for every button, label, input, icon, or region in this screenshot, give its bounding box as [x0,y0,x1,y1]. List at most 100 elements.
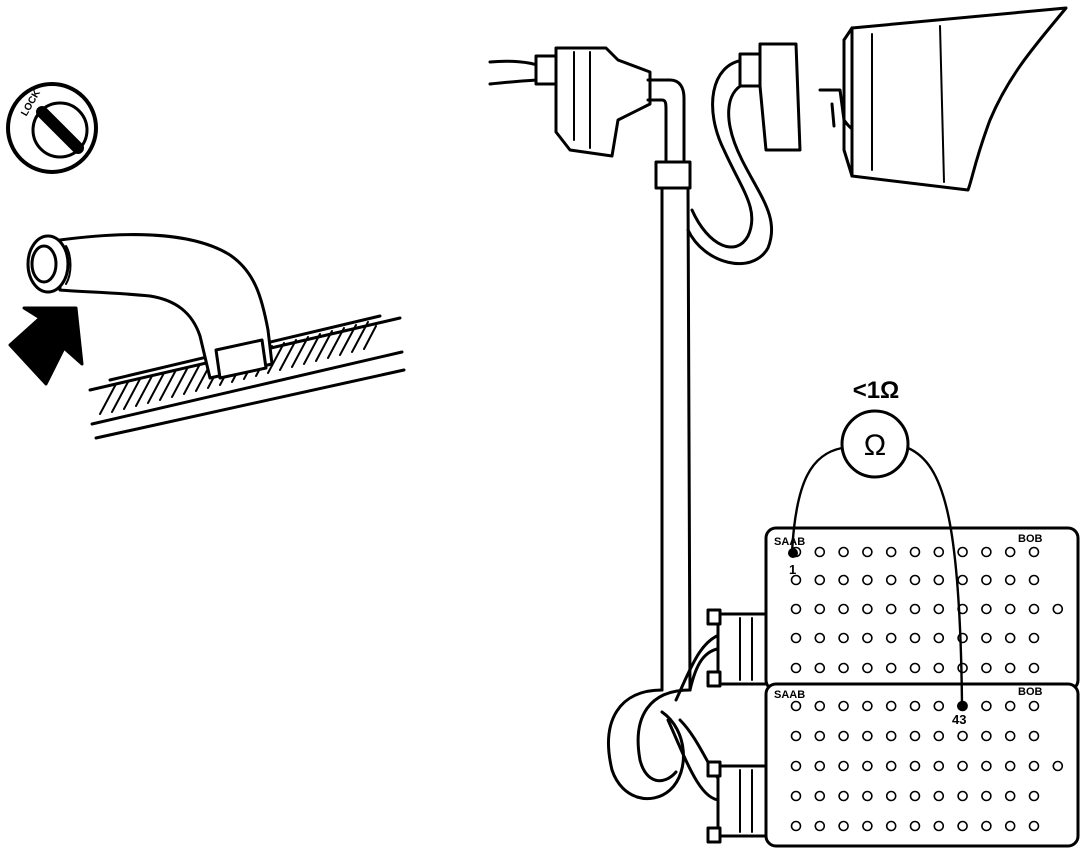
pin-hole [1028,574,1040,586]
pin-hole [933,574,945,586]
pin-hole [933,603,945,615]
wiring-harness [607,186,724,802]
pin-hole [1028,700,1040,712]
resistance-reading: <1Ω [853,377,900,404]
pin-hole [933,820,945,832]
lower-box-left-label: SAAB [774,689,805,701]
probe-pin-43 [957,701,967,711]
pin-hole [981,603,992,615]
pin-hole [909,760,921,772]
pin-hole [1004,820,1016,832]
pin-hole [814,700,826,712]
pin-hole [1004,574,1016,586]
pin-hole [838,760,849,772]
pin-hole [814,632,826,644]
pin-hole [1004,760,1016,772]
pin-hole [933,730,945,742]
pin-hole [838,730,849,742]
pin-hole [862,662,873,674]
pin-hole [909,632,921,644]
pin-hole [933,790,945,802]
pin-hole [933,546,945,558]
pin-hole [1004,662,1016,674]
pin-hole [957,790,968,802]
pin-hole [814,820,826,832]
pin-hole [814,760,826,772]
pin-hole [790,632,802,644]
pin-hole [790,603,802,615]
pin-hole [909,546,921,558]
pin-hole [1004,603,1016,615]
pin-hole [933,760,945,772]
pin-hole [885,632,897,644]
pin-hole [838,574,849,586]
pin-hole [862,546,873,558]
top-connector-assembly [488,6,1068,266]
pin-hole [957,632,968,644]
box-connector-plugs [706,608,770,844]
pin-hole [885,760,897,772]
pin-hole [957,730,968,742]
pin-hole [933,700,945,712]
pin-hole [981,730,992,742]
pin-hole [790,662,802,674]
pin-hole [909,662,921,674]
pin-hole [909,820,921,832]
pin-hole [814,730,826,742]
pin-hole [838,820,849,832]
ohmmeter-symbol: Ω [864,429,886,462]
probe-pin-1 [788,548,798,558]
pin-hole [862,700,873,712]
pin-hole [981,820,992,832]
breakout-box-upper [764,526,1080,692]
pin-hole [814,662,826,674]
pin-hole [790,820,802,832]
pin-hole [1004,790,1016,802]
pin-hole [885,730,897,742]
pin-hole [885,662,897,674]
pin-hole [814,603,826,615]
pin-hole [909,700,921,712]
gear-lever-icon [8,233,406,440]
pin-hole [790,760,802,772]
pin-hole [885,700,897,712]
pin-hole [981,790,992,802]
pin-hole [1028,730,1040,742]
pin-hole [790,574,802,586]
pin-hole [838,790,849,802]
pin-hole [1028,603,1040,615]
pin-hole [885,546,897,558]
pin-hole [981,700,992,712]
pin-hole [862,730,873,742]
pin-hole [1028,546,1040,558]
ignition-lock-icon: LOCK [6,82,98,174]
pin-hole [862,820,873,832]
pin-hole [909,603,921,615]
pin-hole [933,662,945,674]
upper-box-pin-label: 1 [789,562,796,577]
pin-hole [885,603,897,615]
pin-hole [957,820,968,832]
upper-box-right-label: BOB [1018,533,1043,545]
pin-hole [1004,632,1016,644]
pin-hole [1028,790,1040,802]
upper-box-left-label: SAAB [774,536,805,548]
pin-hole [1004,700,1016,712]
pin-hole [814,574,826,586]
pin-hole [885,574,897,586]
pin-hole [790,730,802,742]
pin-hole [1028,662,1040,674]
pin-hole [957,760,968,772]
pin-hole [981,760,992,772]
pin-hole [957,546,968,558]
pin-hole [790,700,802,712]
pin-hole [981,632,992,644]
pin-hole [862,632,873,644]
pin-hole [862,790,873,802]
pin-hole [909,730,921,742]
pin-hole [909,790,921,802]
pin-hole [981,546,992,558]
ohmmeter [790,409,964,706]
breakout-box-lower [764,682,1080,848]
